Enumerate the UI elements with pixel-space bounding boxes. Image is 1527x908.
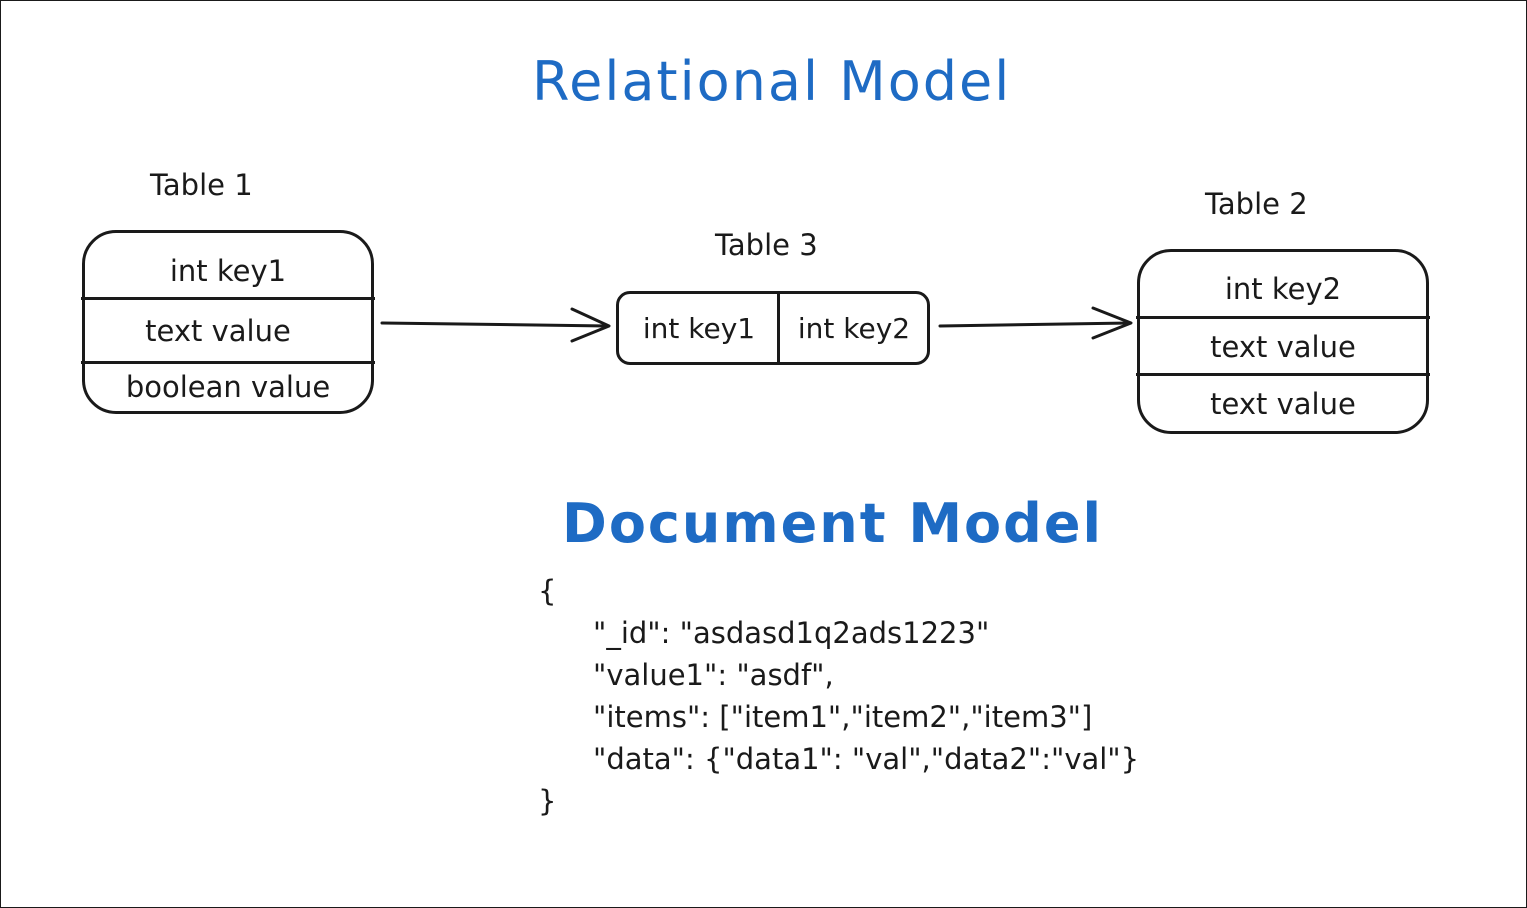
document-model-title: Document Model	[562, 492, 1103, 555]
table2-row: text value	[1210, 330, 1356, 364]
table3-cell: int key1	[642, 311, 756, 345]
table1-divider	[81, 297, 375, 300]
table2-row: int key2	[1224, 272, 1342, 306]
table1-label: Table 1	[150, 168, 253, 202]
table1-row: text value	[145, 314, 291, 348]
json-line: "data": {"data1": "val","data2":"val"}	[593, 742, 1140, 776]
table2-row: text value	[1210, 387, 1356, 421]
json-line: "_id": "asdasd1q2ads1223"	[593, 616, 990, 650]
json-line: "items": ["item1","item2","item3"]	[593, 700, 1093, 734]
table1-box: int key1 text value boolean value	[81, 230, 375, 414]
table3-divider	[777, 292, 780, 364]
table1-row: int key1	[169, 254, 287, 288]
relational-model-title: Relational Model	[532, 50, 1012, 113]
table2-label: Table 2	[1205, 187, 1308, 221]
json-document: { "_id": "asdasd1q2ads1223" "value1": "a…	[538, 570, 1139, 822]
json-close-brace: }	[538, 784, 557, 818]
table1-row: boolean value	[125, 370, 331, 404]
table1-divider	[81, 361, 375, 364]
table2-box: int key2 text value text value	[1136, 249, 1430, 434]
table2-divider	[1136, 373, 1430, 376]
table3-box: int key1 int key2	[616, 291, 930, 365]
json-line: "value1": "asdf",	[593, 658, 834, 692]
table3-label: Table 3	[715, 228, 818, 262]
table2-divider	[1136, 316, 1430, 319]
table3-cell: int key2	[797, 311, 911, 345]
json-open-brace: {	[538, 574, 557, 608]
